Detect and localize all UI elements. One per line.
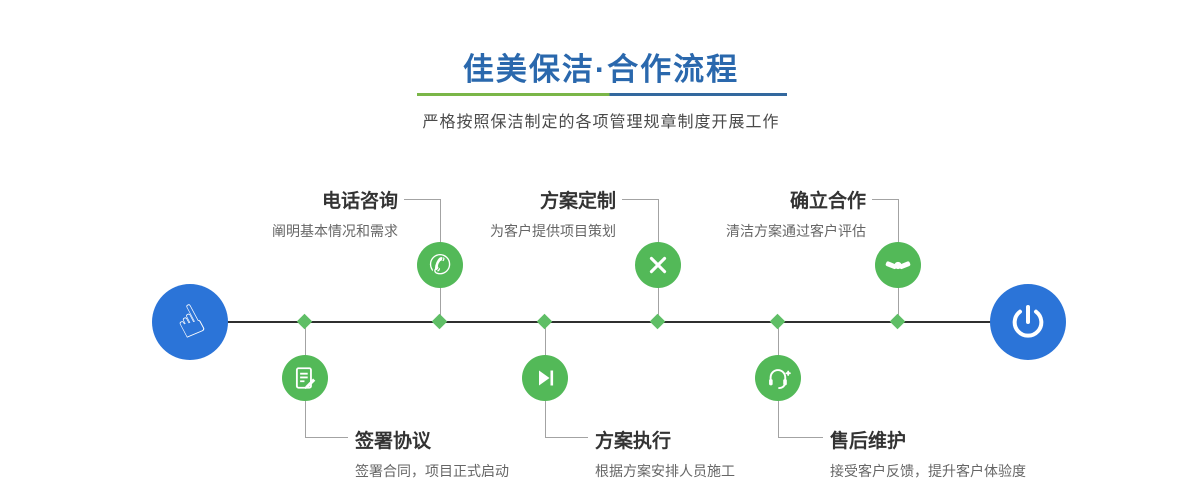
timeline-node bbox=[296, 313, 313, 330]
step-bottom-1: 签署协议 签署合同，项目正式启动 bbox=[355, 426, 509, 481]
step-bottom-2: 方案执行 根据方案安排人员施工 bbox=[595, 426, 735, 481]
contract-icon bbox=[295, 367, 316, 389]
step-title: 售后维护 bbox=[830, 431, 907, 452]
step-desc: 接受客户反馈，提升客户体验度 bbox=[830, 463, 1026, 479]
timeline-node bbox=[769, 313, 786, 330]
step-title: 电话咨询 bbox=[321, 191, 398, 212]
play-next-icon bbox=[539, 370, 554, 386]
phone-icon: ✆ bbox=[428, 249, 452, 281]
step-top-2: 方案定制 为客户提供项目策划 bbox=[490, 186, 616, 241]
step-desc: 清洁方案通过客户评估 bbox=[726, 223, 866, 239]
step-title: 方案定制 bbox=[539, 191, 616, 212]
connector-bottom-2-h bbox=[545, 437, 588, 438]
pointing-hand-icon: ☝ bbox=[166, 293, 213, 350]
timeline-node bbox=[649, 313, 666, 330]
headset-service-icon bbox=[768, 368, 791, 389]
title-divider bbox=[417, 93, 787, 96]
connector-bottom-3-h bbox=[778, 437, 823, 438]
timeline-node bbox=[536, 313, 553, 330]
power-icon bbox=[1012, 305, 1044, 338]
connector-bottom-1-h bbox=[305, 437, 348, 438]
timeline-node bbox=[431, 313, 448, 330]
step-circle-service bbox=[755, 355, 801, 401]
step-circle-contract bbox=[282, 355, 328, 401]
page-title: 佳美保洁·合作流程 bbox=[462, 52, 740, 87]
page-subtitle: 严格按照保洁制定的各项管理规章制度开展工作 bbox=[422, 114, 780, 131]
step-bottom-3: 售后维护 接受客户反馈，提升客户体验度 bbox=[830, 426, 1026, 481]
step-top-3: 确立合作 清洁方案通过客户评估 bbox=[726, 186, 866, 241]
step-circle-handshake bbox=[875, 242, 921, 288]
design-tools-icon bbox=[649, 256, 667, 274]
connector-top-2-h bbox=[622, 199, 658, 200]
step-desc: 根据方案安排人员施工 bbox=[595, 463, 735, 479]
step-top-1: 电话咨询 阐明基本情况和需求 bbox=[272, 186, 398, 241]
step-title: 方案执行 bbox=[595, 431, 672, 452]
timeline-end-circle bbox=[990, 284, 1066, 360]
connector-top-3-h bbox=[872, 199, 898, 200]
step-title: 签署协议 bbox=[355, 431, 432, 452]
timeline-line bbox=[190, 321, 1028, 323]
timeline-node bbox=[889, 313, 906, 330]
step-circle-phone: ✆ bbox=[417, 242, 463, 288]
timeline-start-circle: ☝ bbox=[152, 284, 228, 360]
step-circle-execute bbox=[522, 355, 568, 401]
step-desc: 阐明基本情况和需求 bbox=[272, 223, 398, 239]
step-circle-design bbox=[635, 242, 681, 288]
connector-top-1-h bbox=[404, 199, 440, 200]
handshake-icon bbox=[885, 261, 911, 270]
step-desc: 为客户提供项目策划 bbox=[490, 223, 616, 239]
step-title: 确立合作 bbox=[789, 191, 866, 212]
step-desc: 签署合同，项目正式启动 bbox=[355, 463, 509, 479]
